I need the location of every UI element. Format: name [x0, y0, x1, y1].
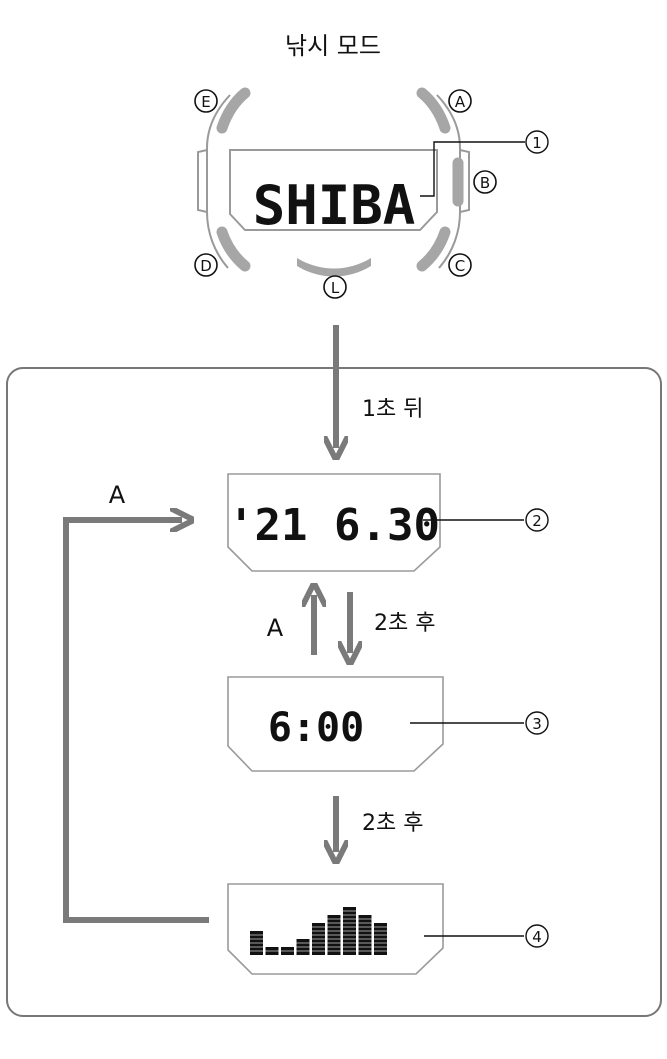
button-a[interactable]	[416, 87, 451, 134]
svg-text:3: 3	[532, 715, 542, 733]
loop-label: A	[109, 481, 126, 509]
label-b: B	[473, 170, 497, 194]
svg-text:C: C	[455, 257, 465, 275]
svg-text:A: A	[455, 93, 466, 111]
button-d[interactable]	[216, 226, 251, 272]
button-e[interactable]	[216, 87, 251, 134]
press-a-label: A	[267, 614, 284, 642]
svg-text:D: D	[200, 257, 212, 275]
callout-1: 1	[525, 130, 549, 154]
step-after-2s-b: 2초 후	[362, 811, 423, 836]
step-after-1s: 1초 뒤	[362, 397, 423, 422]
watch-face: SHIBA E A B D C L 1	[194, 87, 549, 299]
callout-4: 4	[525, 924, 549, 948]
label-e: E	[194, 89, 218, 113]
callout-line-1	[420, 141, 525, 197]
label-l: L	[323, 275, 347, 299]
svg-text:E: E	[201, 93, 210, 111]
button-c[interactable]	[416, 226, 451, 272]
lcd-text-shiba: SHIBA	[253, 174, 416, 237]
label-a: A	[448, 89, 472, 113]
svg-text:2: 2	[532, 512, 542, 530]
lcd-text-time: 6:00	[268, 705, 364, 751]
lcd-bar-graph	[250, 907, 387, 955]
svg-text:B: B	[480, 174, 490, 192]
lcd-text-date: '21 6.30	[228, 500, 440, 551]
svg-text:4: 4	[532, 928, 542, 946]
button-l[interactable]	[297, 258, 371, 277]
title: 낚시 모드	[285, 32, 381, 60]
step-after-2s-a: 2초 후	[374, 611, 435, 636]
callout-2: 2	[525, 508, 549, 532]
watch-case-left	[206, 94, 231, 269]
svg-text:L: L	[331, 279, 340, 297]
lcd-screen-1	[229, 149, 438, 231]
loop-arrow-press-a	[63, 520, 209, 923]
svg-text:1: 1	[532, 134, 542, 152]
callout-3: 3	[525, 711, 549, 735]
label-d: D	[194, 253, 218, 277]
label-c: C	[448, 253, 472, 277]
lcd-screen-3	[227, 676, 444, 772]
lcd-screen-2	[227, 473, 441, 572]
